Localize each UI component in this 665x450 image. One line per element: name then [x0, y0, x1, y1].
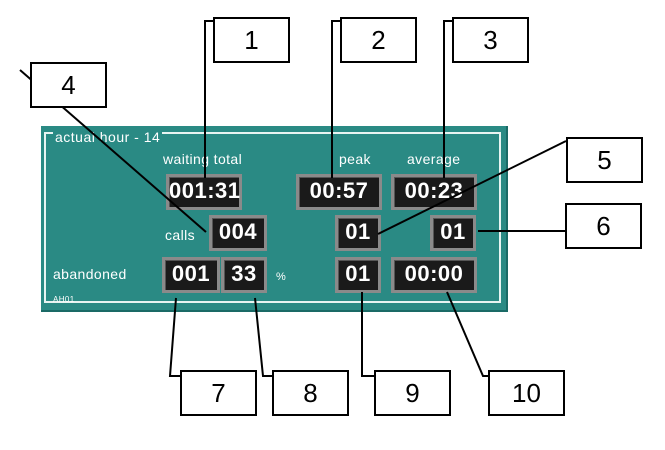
callout-3: 3: [452, 17, 529, 63]
percent-sign: %: [276, 271, 287, 283]
header-peak: peak: [339, 151, 371, 167]
header-average: average: [407, 151, 461, 167]
callout-8: 8: [272, 370, 349, 416]
callout-2: 2: [340, 17, 417, 63]
callout-4: 4: [30, 62, 107, 108]
callout-6: 6: [565, 203, 642, 249]
peak-display: 00:57: [296, 174, 382, 210]
callout-1: 1: [213, 17, 290, 63]
calls-average-display: 01: [430, 215, 476, 251]
waiting-total-display: 001:31: [166, 174, 242, 210]
callout-5: 5: [566, 137, 643, 183]
calls-label: calls: [165, 227, 196, 243]
header-waiting-total: waiting total: [163, 151, 243, 167]
callout-10: 10: [488, 370, 565, 416]
calls-display: 004: [209, 215, 267, 251]
callout-9: 9: [374, 370, 451, 416]
abandoned-display: 001: [162, 257, 220, 293]
average-display: 00:23: [391, 174, 477, 210]
calls-peak-display: 01: [335, 215, 381, 251]
callout-7: 7: [180, 370, 257, 416]
abandoned-peak-display: 01: [335, 257, 381, 293]
abandoned-average-display: 00:00: [391, 257, 477, 293]
abandoned-percent-display: 33: [221, 257, 267, 293]
panel-title: actual hour - 14: [53, 129, 163, 145]
footer-code: AH01: [53, 295, 75, 304]
abandoned-label: abandoned: [53, 266, 127, 282]
